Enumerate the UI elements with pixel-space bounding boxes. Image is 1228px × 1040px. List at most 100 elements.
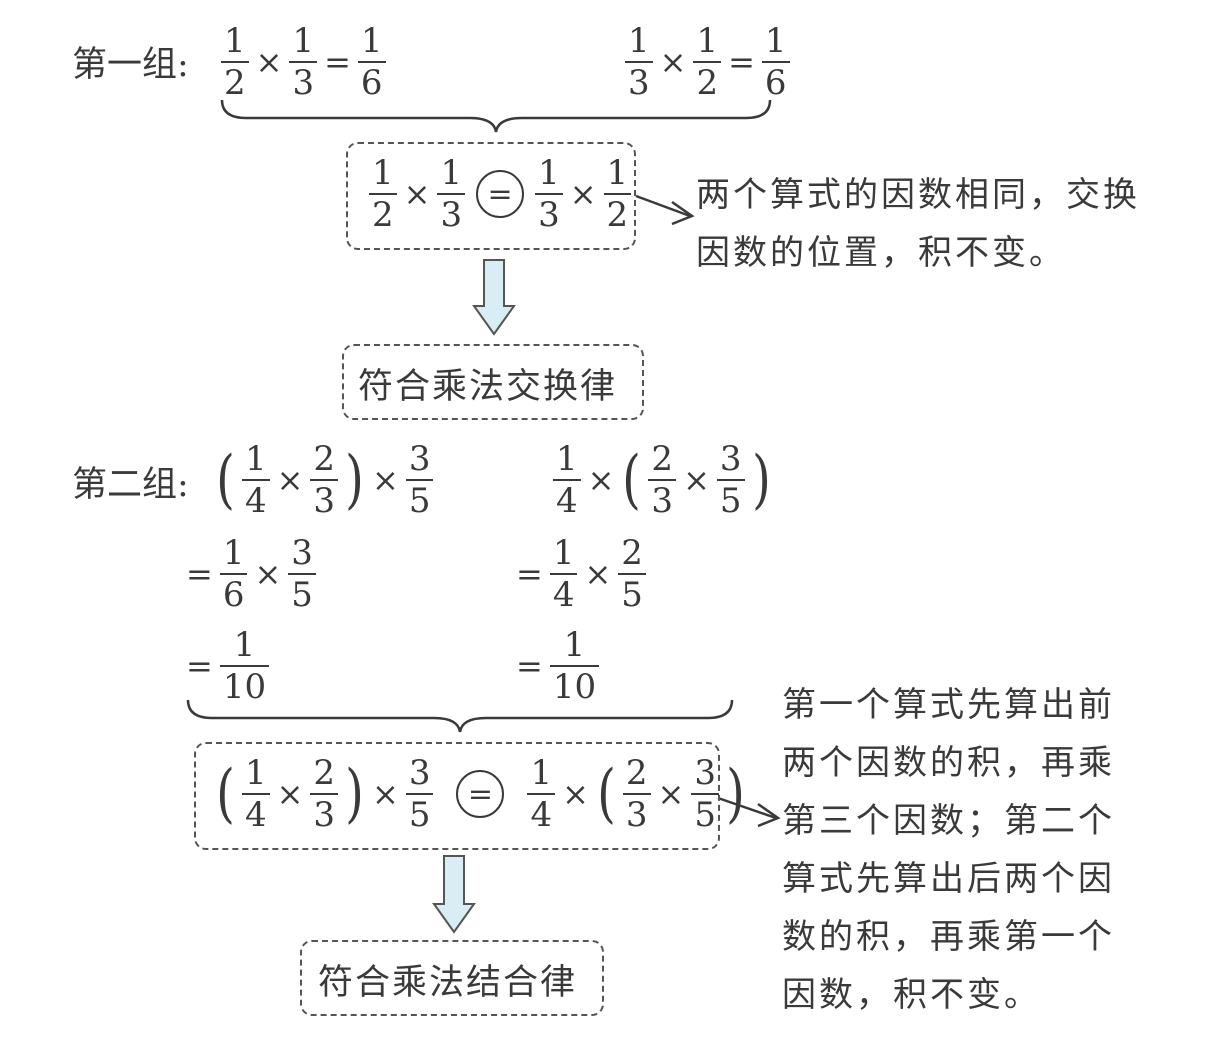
- denominator: 3: [648, 479, 677, 518]
- numerator: 1: [440, 153, 463, 193]
- numerator: 1: [360, 21, 383, 61]
- times-sign: ×: [562, 775, 589, 813]
- times-sign: ×: [584, 555, 612, 593]
- right-paren: ): [345, 757, 364, 831]
- denominator: 2: [369, 193, 397, 232]
- note-line: 因数的位置，积不变。: [696, 233, 1066, 273]
- numerator: 1: [233, 625, 256, 665]
- denominator: 3: [310, 793, 339, 832]
- equals-sign: =: [516, 647, 543, 685]
- denominator: 4: [241, 479, 270, 518]
- denominator: 3: [622, 793, 651, 832]
- group2-note-pointer: [717, 796, 781, 828]
- left-paren: (: [597, 757, 616, 831]
- numerator: 1: [372, 153, 394, 193]
- group2-brace: [186, 699, 734, 733]
- numerator: 1: [530, 753, 553, 793]
- denominator: 3: [310, 479, 339, 518]
- times-sign: ×: [255, 43, 283, 81]
- numerator: 3: [694, 753, 716, 793]
- denominator: 5: [405, 793, 434, 832]
- group2-comparison-box: [194, 742, 720, 850]
- times-sign: ×: [372, 775, 399, 813]
- down-arrow-1: [472, 259, 516, 336]
- numerator: 1: [628, 21, 650, 61]
- denominator: 3: [289, 61, 318, 100]
- denominator: 6: [761, 61, 790, 100]
- down-arrow-2: [432, 855, 476, 934]
- group1-result: 符合乘法交换律: [358, 367, 618, 407]
- denominator: 10: [219, 665, 270, 704]
- equals-sign: =: [516, 555, 543, 593]
- note-line: 数的积，再乘第一个: [782, 917, 1115, 957]
- numerator: 2: [313, 753, 336, 793]
- group2-result-box: [300, 940, 604, 1016]
- note-line: 因数，积不变。: [782, 975, 1041, 1015]
- denominator: 3: [535, 193, 563, 232]
- note-line: 两个算式的因数相同，交换: [696, 175, 1140, 215]
- denominator: 5: [691, 793, 719, 832]
- numerator: 1: [292, 21, 315, 61]
- numerator: 1: [224, 21, 246, 61]
- numerator: 1: [222, 533, 245, 573]
- group1-result-box: [342, 344, 644, 420]
- numerator: 3: [408, 439, 431, 479]
- times-sign: ×: [657, 775, 685, 813]
- equals-sign: =: [728, 43, 755, 81]
- times-sign: ×: [276, 775, 304, 813]
- denominator: 2: [221, 61, 249, 100]
- times-sign: ×: [254, 555, 282, 593]
- group1-label: 第一组:: [72, 45, 189, 85]
- group2-note: 第一个算式先算出前两个因数的积，再乘第三个因数；第二个算式先算出后两个因数的积，…: [782, 676, 1115, 1024]
- numerator: 2: [651, 439, 674, 479]
- left-paren: (: [216, 443, 235, 517]
- denominator: 6: [357, 61, 386, 100]
- right-paren: ): [751, 443, 771, 517]
- group2-result: 符合乘法结合律: [318, 963, 578, 1003]
- numerator: 3: [291, 533, 313, 573]
- times-sign: ×: [587, 461, 615, 499]
- times-sign: ×: [659, 43, 687, 81]
- equals-sign: =: [324, 43, 351, 81]
- denominator: 10: [549, 665, 600, 704]
- times-sign: ×: [683, 461, 710, 499]
- numerator: 3: [719, 439, 742, 479]
- group1-brace: [220, 99, 772, 133]
- denominator: 3: [437, 193, 466, 232]
- times-sign: ×: [276, 461, 304, 499]
- denominator: 6: [219, 573, 248, 612]
- group1-note: 两个算式的因数相同，交换因数的位置，积不变。: [696, 166, 1140, 282]
- note-line: 算式先算出后两个因: [782, 859, 1115, 899]
- numerator: 1: [552, 533, 575, 573]
- numerator: 2: [625, 753, 648, 793]
- note-line: 两个因数的积，再乘: [782, 743, 1115, 783]
- group1-note-pointer: [635, 194, 695, 226]
- denominator: 5: [405, 479, 434, 518]
- group1-comparison-box: [346, 142, 636, 250]
